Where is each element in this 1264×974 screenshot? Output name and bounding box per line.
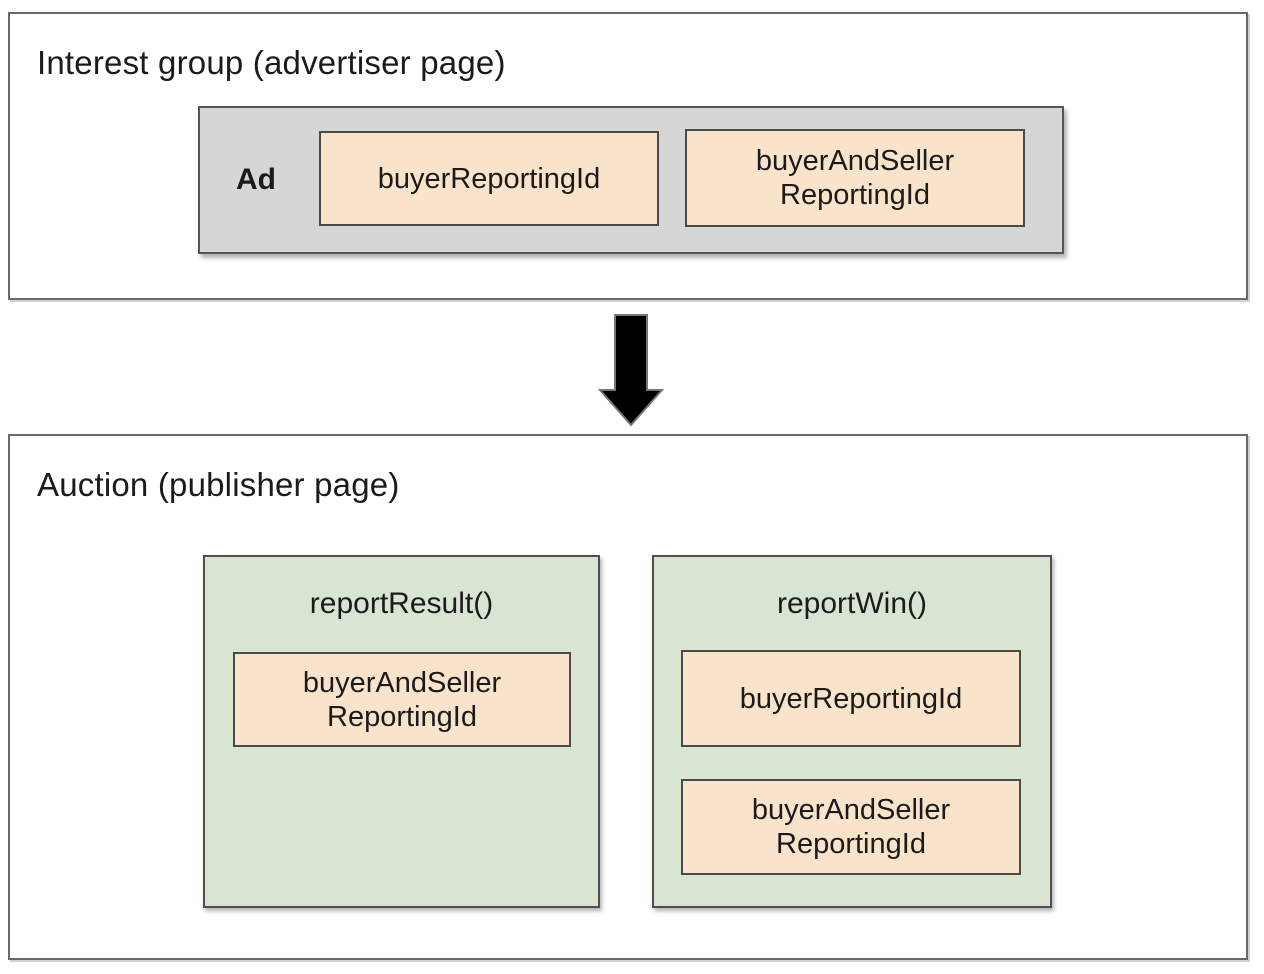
interest-group-panel: Interest group (advertiser page) Ad buye… <box>8 12 1248 300</box>
field-buyer-reporting-id: buyerReportingId <box>319 131 659 226</box>
down-arrow-icon <box>596 313 666 427</box>
auction-title: Auction (publisher page) <box>37 466 400 503</box>
ad-label: Ad <box>236 163 276 196</box>
report-win-box: reportWin() buyerReportingId buyerAndSel… <box>652 555 1052 908</box>
auction-panel: Auction (publisher page) reportResult() … <box>8 434 1248 960</box>
field-buyer-reporting-id: buyerReportingId <box>681 650 1021 747</box>
interest-group-title: Interest group (advertiser page) <box>37 44 506 81</box>
field-buyer-and-seller-reporting-id: buyerAndSeller ReportingId <box>685 129 1025 227</box>
report-result-label: reportResult() <box>309 587 494 620</box>
report-result-box: reportResult() buyerAndSeller ReportingI… <box>203 555 600 908</box>
report-win-label: reportWin() <box>776 587 927 620</box>
ad-container: Ad buyerReportingId buyerAndSeller Repor… <box>198 106 1064 254</box>
field-buyer-and-seller-reporting-id: buyerAndSeller ReportingId <box>233 652 571 747</box>
field-buyer-and-seller-reporting-id: buyerAndSeller ReportingId <box>681 779 1021 875</box>
